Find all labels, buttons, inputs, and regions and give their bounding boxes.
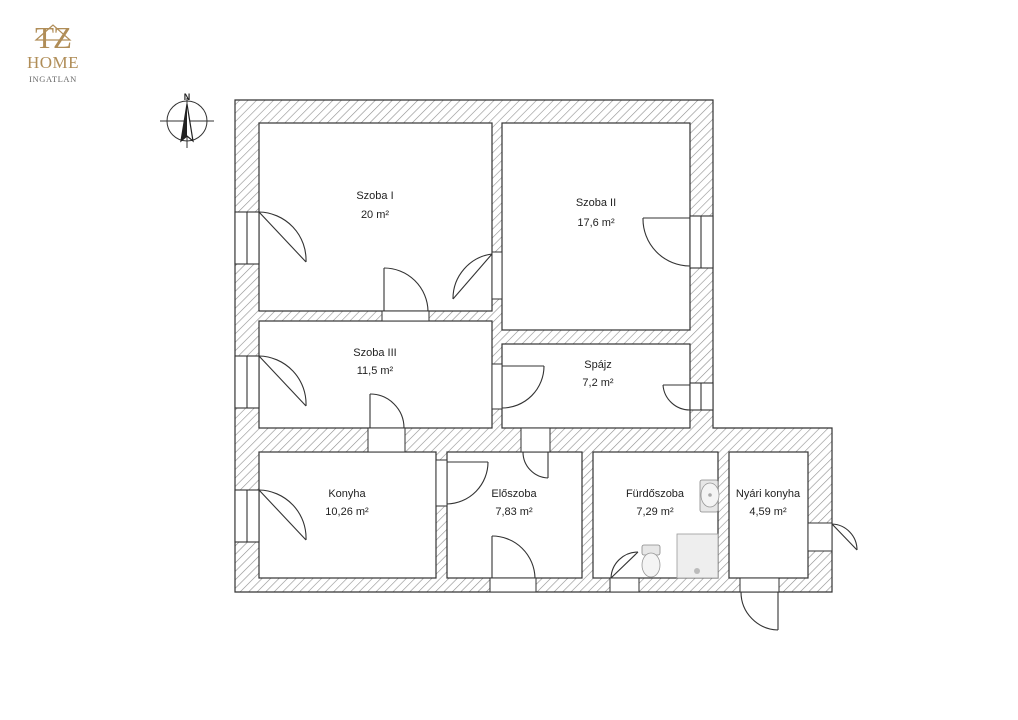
shower-tray-icon (676, 533, 719, 579)
door-nyari-konyha-east (831, 523, 858, 551)
room-floor-spajz (501, 343, 691, 429)
door-spajz-south (522, 451, 549, 479)
room-area-spajz: 7,2 m² (582, 377, 614, 389)
logo-subtitle: INGATLAN (29, 74, 77, 84)
door-spajz-west (501, 365, 545, 409)
logo-brand: HOME (27, 53, 79, 72)
room-name-furdoszoba: Fürdőszoba (626, 488, 685, 500)
room-name-nyari-konyha: Nyári konyha (736, 488, 801, 500)
door-szoba-1-east (452, 253, 493, 300)
door-eloszoba-entry (491, 535, 536, 579)
room-floor-szoba-1 (258, 122, 493, 312)
company-logo: TZ HOME INGATLAN (27, 20, 79, 84)
room-name-spajz: Spájz (584, 359, 612, 371)
windows (234, 211, 714, 543)
door-eloszoba-west (446, 461, 489, 505)
north-arrow-icon: N (160, 92, 214, 148)
window-szoba-2 (689, 215, 714, 269)
window-spajz (689, 382, 714, 411)
room-area-nyari-konyha: 4,59 m² (749, 506, 787, 518)
room-interiors (258, 122, 809, 579)
window-szoba-3 (234, 355, 260, 409)
room-floor-eloszoba (446, 451, 583, 579)
room-floor-szoba-3 (258, 320, 493, 429)
compass-north-label: N (184, 92, 191, 102)
room-labels: Szoba I 20 m² Szoba II 17,6 m² Szoba III… (325, 190, 801, 518)
room-name-konyha: Konyha (328, 488, 366, 500)
room-floor-szoba-2 (501, 122, 691, 331)
sanitary-fixtures (641, 479, 720, 579)
room-floor-konyha (258, 451, 437, 579)
doors (258, 211, 858, 631)
door-szoba-1-window-side (258, 211, 307, 263)
logo-mark: TZ (35, 20, 71, 55)
door-szoba-1-south (383, 267, 429, 312)
room-area-konyha: 10,26 m² (325, 506, 369, 518)
door-openings (367, 251, 833, 593)
door-spajz-east (662, 384, 691, 411)
door-konyha (258, 489, 307, 541)
toilet-icon (641, 544, 661, 578)
sink-icon (699, 479, 720, 513)
room-area-szoba-2: 17,6 m² (577, 217, 615, 229)
room-area-eloszoba: 7,83 m² (495, 506, 533, 518)
room-name-szoba-2: Szoba II (576, 197, 616, 209)
door-szoba-2 (642, 217, 691, 267)
room-name-szoba-3: Szoba III (353, 347, 396, 359)
door-nyari-konyha-south (740, 591, 779, 631)
door-szoba-3-south (369, 393, 405, 429)
room-name-szoba-1: Szoba I (356, 190, 393, 202)
room-name-eloszoba: Előszoba (491, 488, 537, 500)
room-area-szoba-3: 11,5 m² (357, 365, 394, 377)
roof-icon (34, 24, 72, 41)
room-area-furdoszoba: 7,29 m² (636, 506, 674, 518)
door-szoba-3-window-side (258, 355, 307, 407)
room-area-szoba-1: 20 m² (361, 209, 389, 221)
window-konyha (234, 489, 260, 543)
window-szoba-1 (234, 211, 260, 265)
door-furdoszoba (610, 551, 639, 579)
